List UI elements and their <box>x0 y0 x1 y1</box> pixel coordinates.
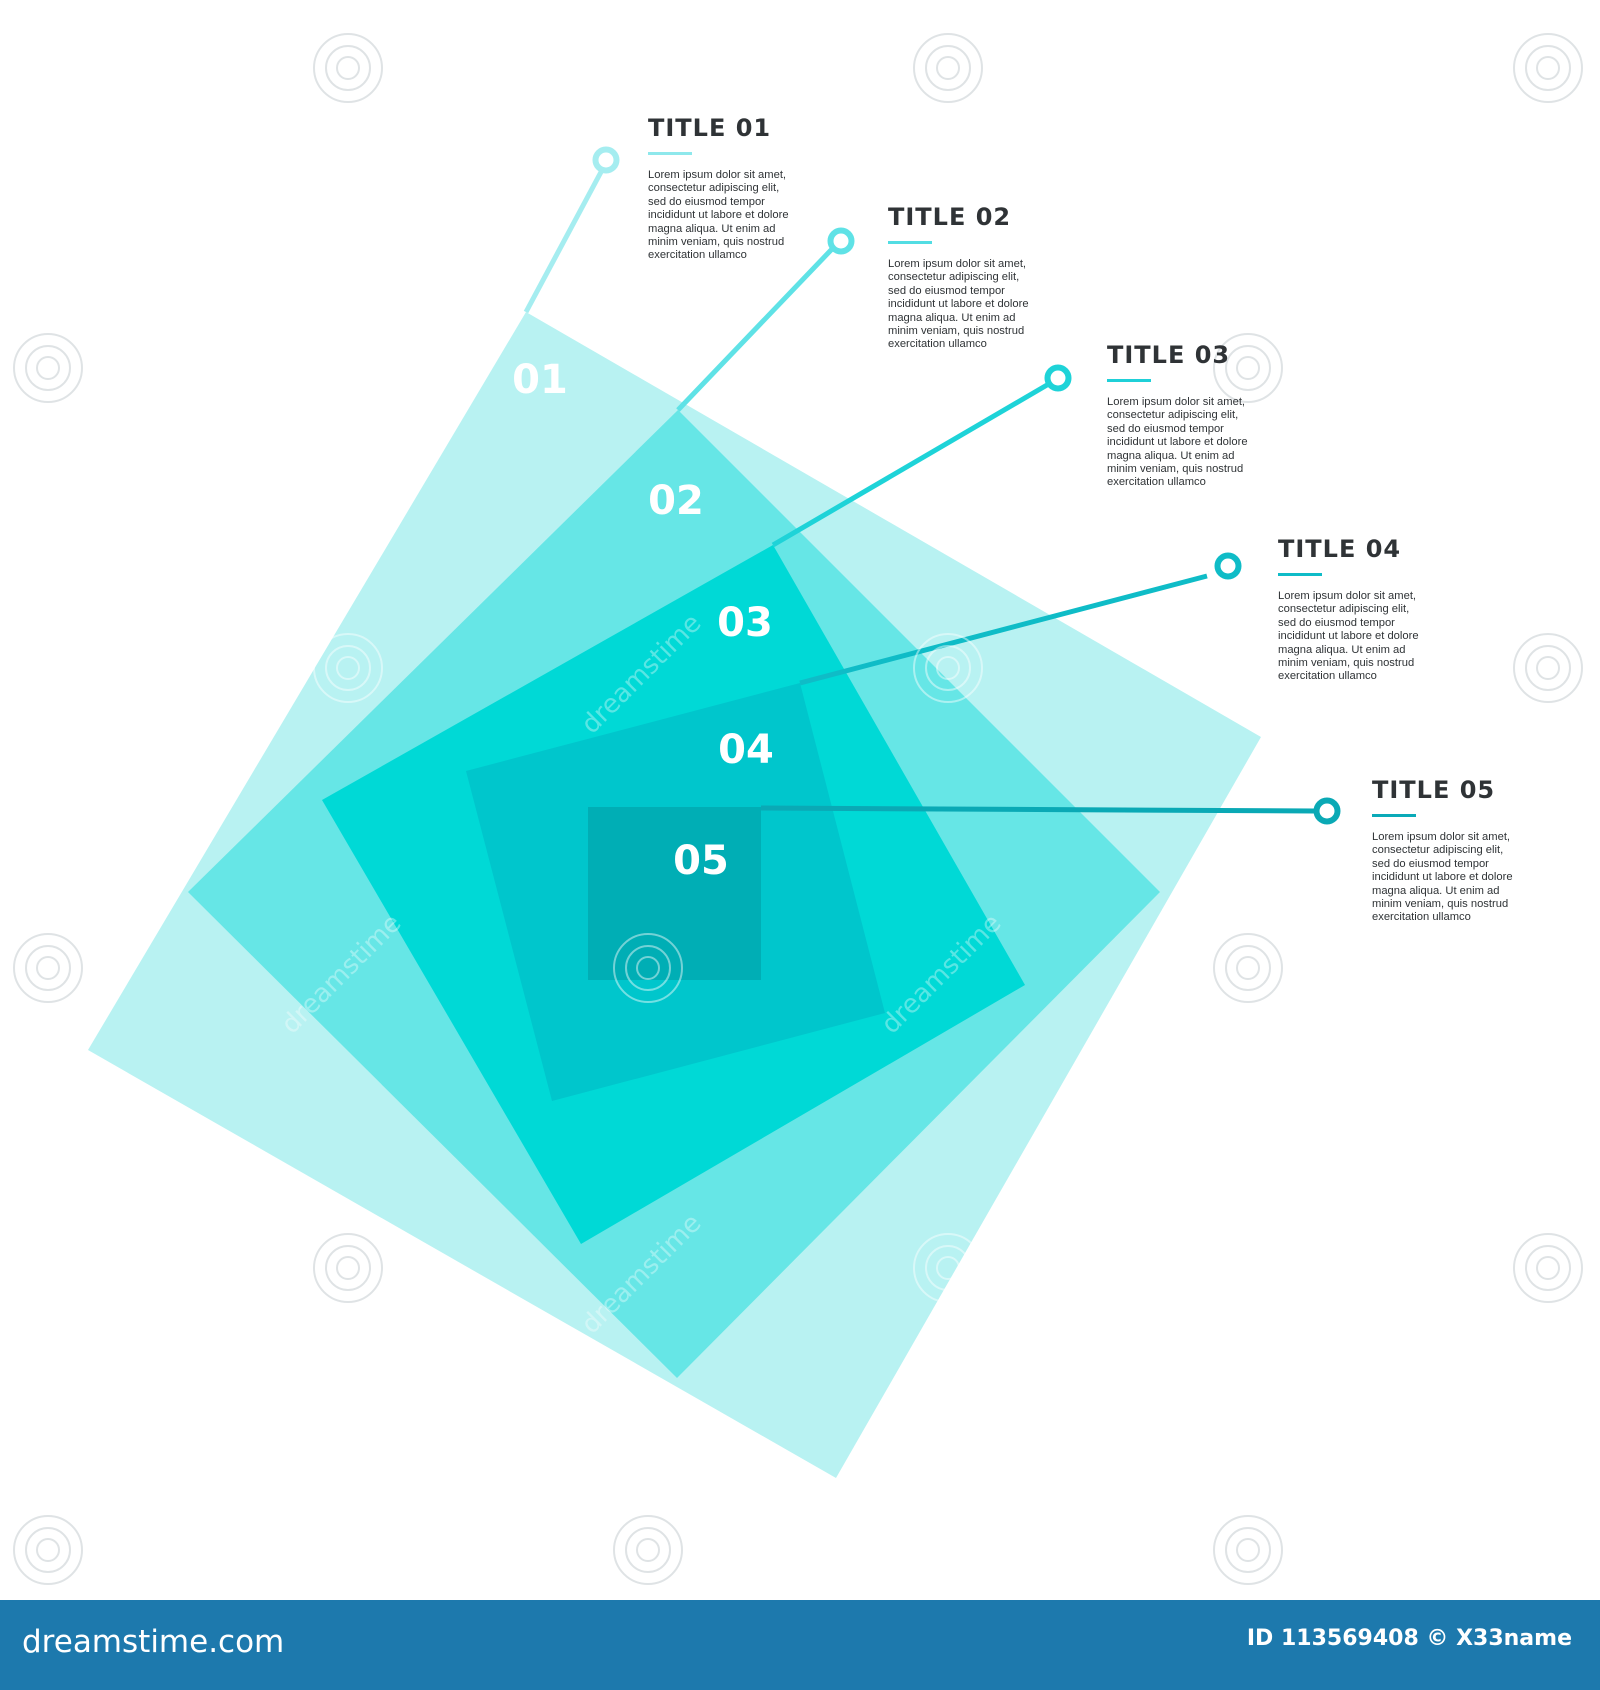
step-number-03: 03 <box>717 600 773 646</box>
step-number-02: 02 <box>648 478 704 524</box>
connector-endpoint-03 <box>1044 364 1072 392</box>
callout-title-03: TITLE 03 <box>1107 341 1231 369</box>
spiral-logo-icon <box>1213 1515 1283 1585</box>
stock-footer-bar: dreamstime.com ID 113569408 © X33name <box>0 1600 1600 1690</box>
step-number-04: 04 <box>718 727 774 773</box>
callout-underline-05 <box>1372 814 1416 817</box>
callout-title-02: TITLE 02 <box>888 203 1012 231</box>
connector-01 <box>523 170 604 314</box>
connector-03 <box>771 382 1049 548</box>
callout-underline-02 <box>888 241 932 244</box>
callout-03: TITLE 03 Lorem ipsum dolor sit amet, con… <box>1107 341 1257 490</box>
callout-04: TITLE 04 Lorem ipsum dolor sit amet, con… <box>1278 535 1428 684</box>
spiral-logo-icon <box>613 933 683 1003</box>
spiral-logo-icon <box>1213 333 1283 403</box>
callout-02: TITLE 02 Lorem ipsum dolor sit amet, con… <box>888 203 1038 352</box>
spiral-logo-icon <box>13 333 83 403</box>
callout-01: TITLE 01 Lorem ipsum dolor sit amet, con… <box>648 114 798 263</box>
callout-underline-01 <box>648 152 692 155</box>
callout-title-01: TITLE 01 <box>648 114 772 142</box>
step-number-05: 05 <box>673 838 729 884</box>
square-05 <box>588 807 761 980</box>
connector-endpoint-02 <box>827 227 855 255</box>
connector-02 <box>676 247 834 412</box>
spiral-logo-icon <box>13 1515 83 1585</box>
spiral-logo-icon <box>913 1233 983 1303</box>
callout-underline-03 <box>1107 379 1151 382</box>
connector-04 <box>799 573 1208 686</box>
watermark-spirals <box>13 33 1583 1585</box>
callout-underline-04 <box>1278 573 1322 576</box>
callout-text-03: Lorem ipsum dolor sit amet, consectetur … <box>1107 396 1248 489</box>
connector-endpoint-05 <box>1313 797 1341 825</box>
layered-squares-diagram: 01 02 03 04 05 dreamstime dreamstime dre… <box>13 33 1583 1585</box>
brand-logo[interactable]: dreamstime.com <box>22 1624 285 1660</box>
spiral-logo-icon <box>313 1233 383 1303</box>
spiral-logo-icon <box>1513 633 1583 703</box>
spiral-logo-icon <box>313 33 383 103</box>
callout-title-04: TITLE 04 <box>1278 535 1402 563</box>
callout-text-01: Lorem ipsum dolor sit amet, consectetur … <box>648 169 789 262</box>
spiral-logo-icon <box>1213 933 1283 1003</box>
stock-id-label: ID 113569408 © X33name <box>1246 1626 1572 1651</box>
step-number-01: 01 <box>512 357 568 403</box>
callout-title-05: TITLE 05 <box>1372 776 1496 804</box>
spiral-logo-icon <box>1513 33 1583 103</box>
connector-endpoint-01 <box>592 146 620 174</box>
callout-05: TITLE 05 Lorem ipsum dolor sit amet, con… <box>1372 776 1522 925</box>
spiral-logo-icon <box>13 933 83 1003</box>
spiral-logo-icon <box>913 633 983 703</box>
spiral-logo-icon <box>1513 1233 1583 1303</box>
connector-05 <box>760 805 1315 814</box>
callout-text-04: Lorem ipsum dolor sit amet, consectetur … <box>1278 590 1419 683</box>
spiral-logo-icon <box>613 1515 683 1585</box>
callout-text-05: Lorem ipsum dolor sit amet, consectetur … <box>1372 831 1513 924</box>
spiral-logo-icon <box>913 33 983 103</box>
callout-text-02: Lorem ipsum dolor sit amet, consectetur … <box>888 258 1029 351</box>
connector-endpoint-04 <box>1214 552 1242 580</box>
spiral-logo-icon <box>313 633 383 703</box>
